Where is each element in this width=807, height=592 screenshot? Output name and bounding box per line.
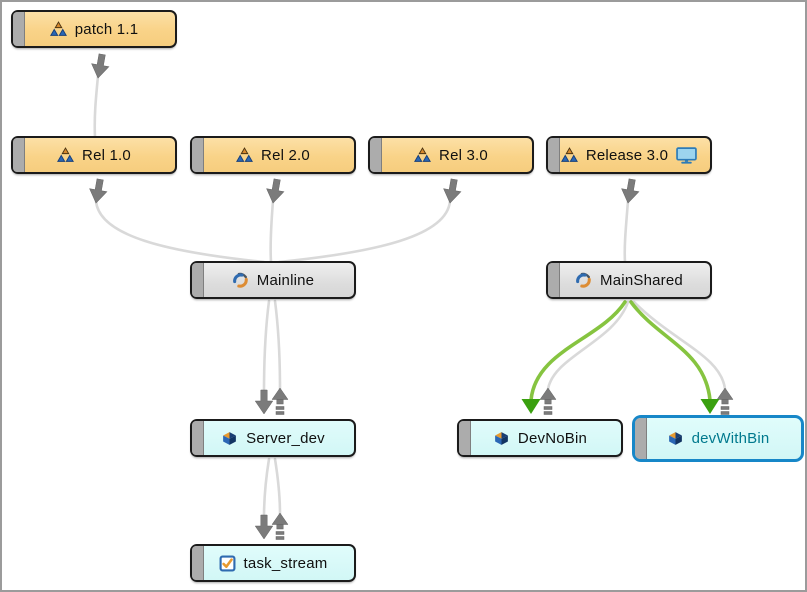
- node-label: task_stream: [243, 554, 328, 572]
- node-side-tab: [192, 546, 204, 580]
- stream-node-task-stream[interactable]: task_stream: [190, 544, 356, 582]
- node-side-tab: [192, 421, 204, 455]
- stream-node-patch-1-1[interactable]: patch 1.1: [11, 10, 177, 48]
- edge-release30-mainshared: [623, 199, 630, 264]
- node-side-tab: [459, 421, 471, 455]
- edge-mainshared-devwithbin-green: [629, 300, 712, 402]
- node-side-tab: [13, 138, 25, 172]
- node-label: Server_dev: [246, 429, 325, 447]
- edge-mainline-serverdev-down: [262, 299, 271, 394]
- copy-up-arrow-icon: [271, 387, 289, 415]
- stream-node-devwithbin-selected[interactable]: devWithBin: [632, 415, 804, 462]
- node-side-tab: [192, 263, 204, 297]
- copy-up-arrow-icon: [716, 387, 734, 415]
- edge-rel10-mainline: [94, 199, 266, 264]
- cube-icon: [493, 430, 510, 447]
- merge-down-arrow-icon: [618, 177, 642, 206]
- stream-node-rel-3-0[interactable]: Rel 3.0: [368, 136, 534, 174]
- edge-patch11-rel10: [93, 74, 100, 139]
- node-side-tab: [13, 12, 25, 46]
- stream-node-release-3-0[interactable]: Release 3.0: [546, 136, 712, 174]
- green-merge-arrow-icon: [700, 399, 720, 414]
- node-side-tab: [192, 138, 204, 172]
- merge-down-arrow-icon: [263, 177, 287, 206]
- edge-mainshared-devnobin-green: [529, 300, 627, 402]
- node-label: MainShared: [600, 271, 683, 289]
- edge-rel30-mainline: [277, 199, 452, 264]
- node-side-tab: [635, 418, 647, 459]
- release-triangles-icon: [236, 146, 254, 164]
- stream-node-mainshared[interactable]: MainShared: [546, 261, 712, 299]
- node-label: patch 1.1: [74, 20, 139, 38]
- swirl-globe-icon: [232, 272, 249, 289]
- merge-down-arrow-icon: [254, 389, 274, 415]
- node-label: Rel 2.0: [261, 146, 310, 164]
- release-triangles-icon: [414, 146, 432, 164]
- merge-down-arrow-icon: [86, 177, 110, 206]
- edge-mainshared-devwithbin-up: [632, 300, 727, 391]
- node-label: DevNoBin: [517, 429, 588, 447]
- copy-up-arrow-icon: [539, 387, 557, 415]
- swirl-globe-icon: [575, 272, 592, 289]
- node-label: Rel 1.0: [82, 146, 131, 164]
- cube-icon: [667, 430, 684, 447]
- release-triangles-icon: [57, 146, 75, 164]
- stream-node-server-dev[interactable]: Server_dev: [190, 419, 356, 457]
- node-side-tab: [548, 138, 560, 172]
- merge-down-arrow-icon: [440, 177, 464, 206]
- stream-node-mainline[interactable]: Mainline: [190, 261, 356, 299]
- node-side-tab: [548, 263, 560, 297]
- edge-mainshared-devnobin-up: [546, 300, 630, 391]
- stream-node-rel-1-0[interactable]: Rel 1.0: [11, 136, 177, 174]
- merge-down-arrow-icon: [254, 514, 274, 540]
- edge-serverdev-taskstream-down: [262, 457, 271, 519]
- stream-node-devnobin[interactable]: DevNoBin: [457, 419, 623, 457]
- copy-up-arrow-icon: [271, 512, 289, 540]
- release-triangles-icon: [49, 20, 67, 38]
- release-triangles-icon: [560, 146, 578, 164]
- edge-serverdev-taskstream-up: [273, 457, 282, 516]
- node-label: devWithBin: [691, 430, 770, 447]
- node-label: Mainline: [256, 271, 315, 289]
- node-label: Rel 3.0: [439, 146, 488, 164]
- merge-down-arrow-icon: [88, 52, 112, 81]
- stream-node-rel-2-0[interactable]: Rel 2.0: [190, 136, 356, 174]
- edge-mainline-serverdev-up: [273, 299, 282, 391]
- node-side-tab: [370, 138, 382, 172]
- checkbox-icon: [219, 555, 236, 572]
- monitor-icon: [676, 146, 697, 164]
- edge-rel20-mainline: [269, 199, 275, 264]
- green-merge-arrow-icon: [521, 399, 541, 414]
- cube-icon: [221, 430, 238, 447]
- node-label: Release 3.0: [585, 146, 669, 164]
